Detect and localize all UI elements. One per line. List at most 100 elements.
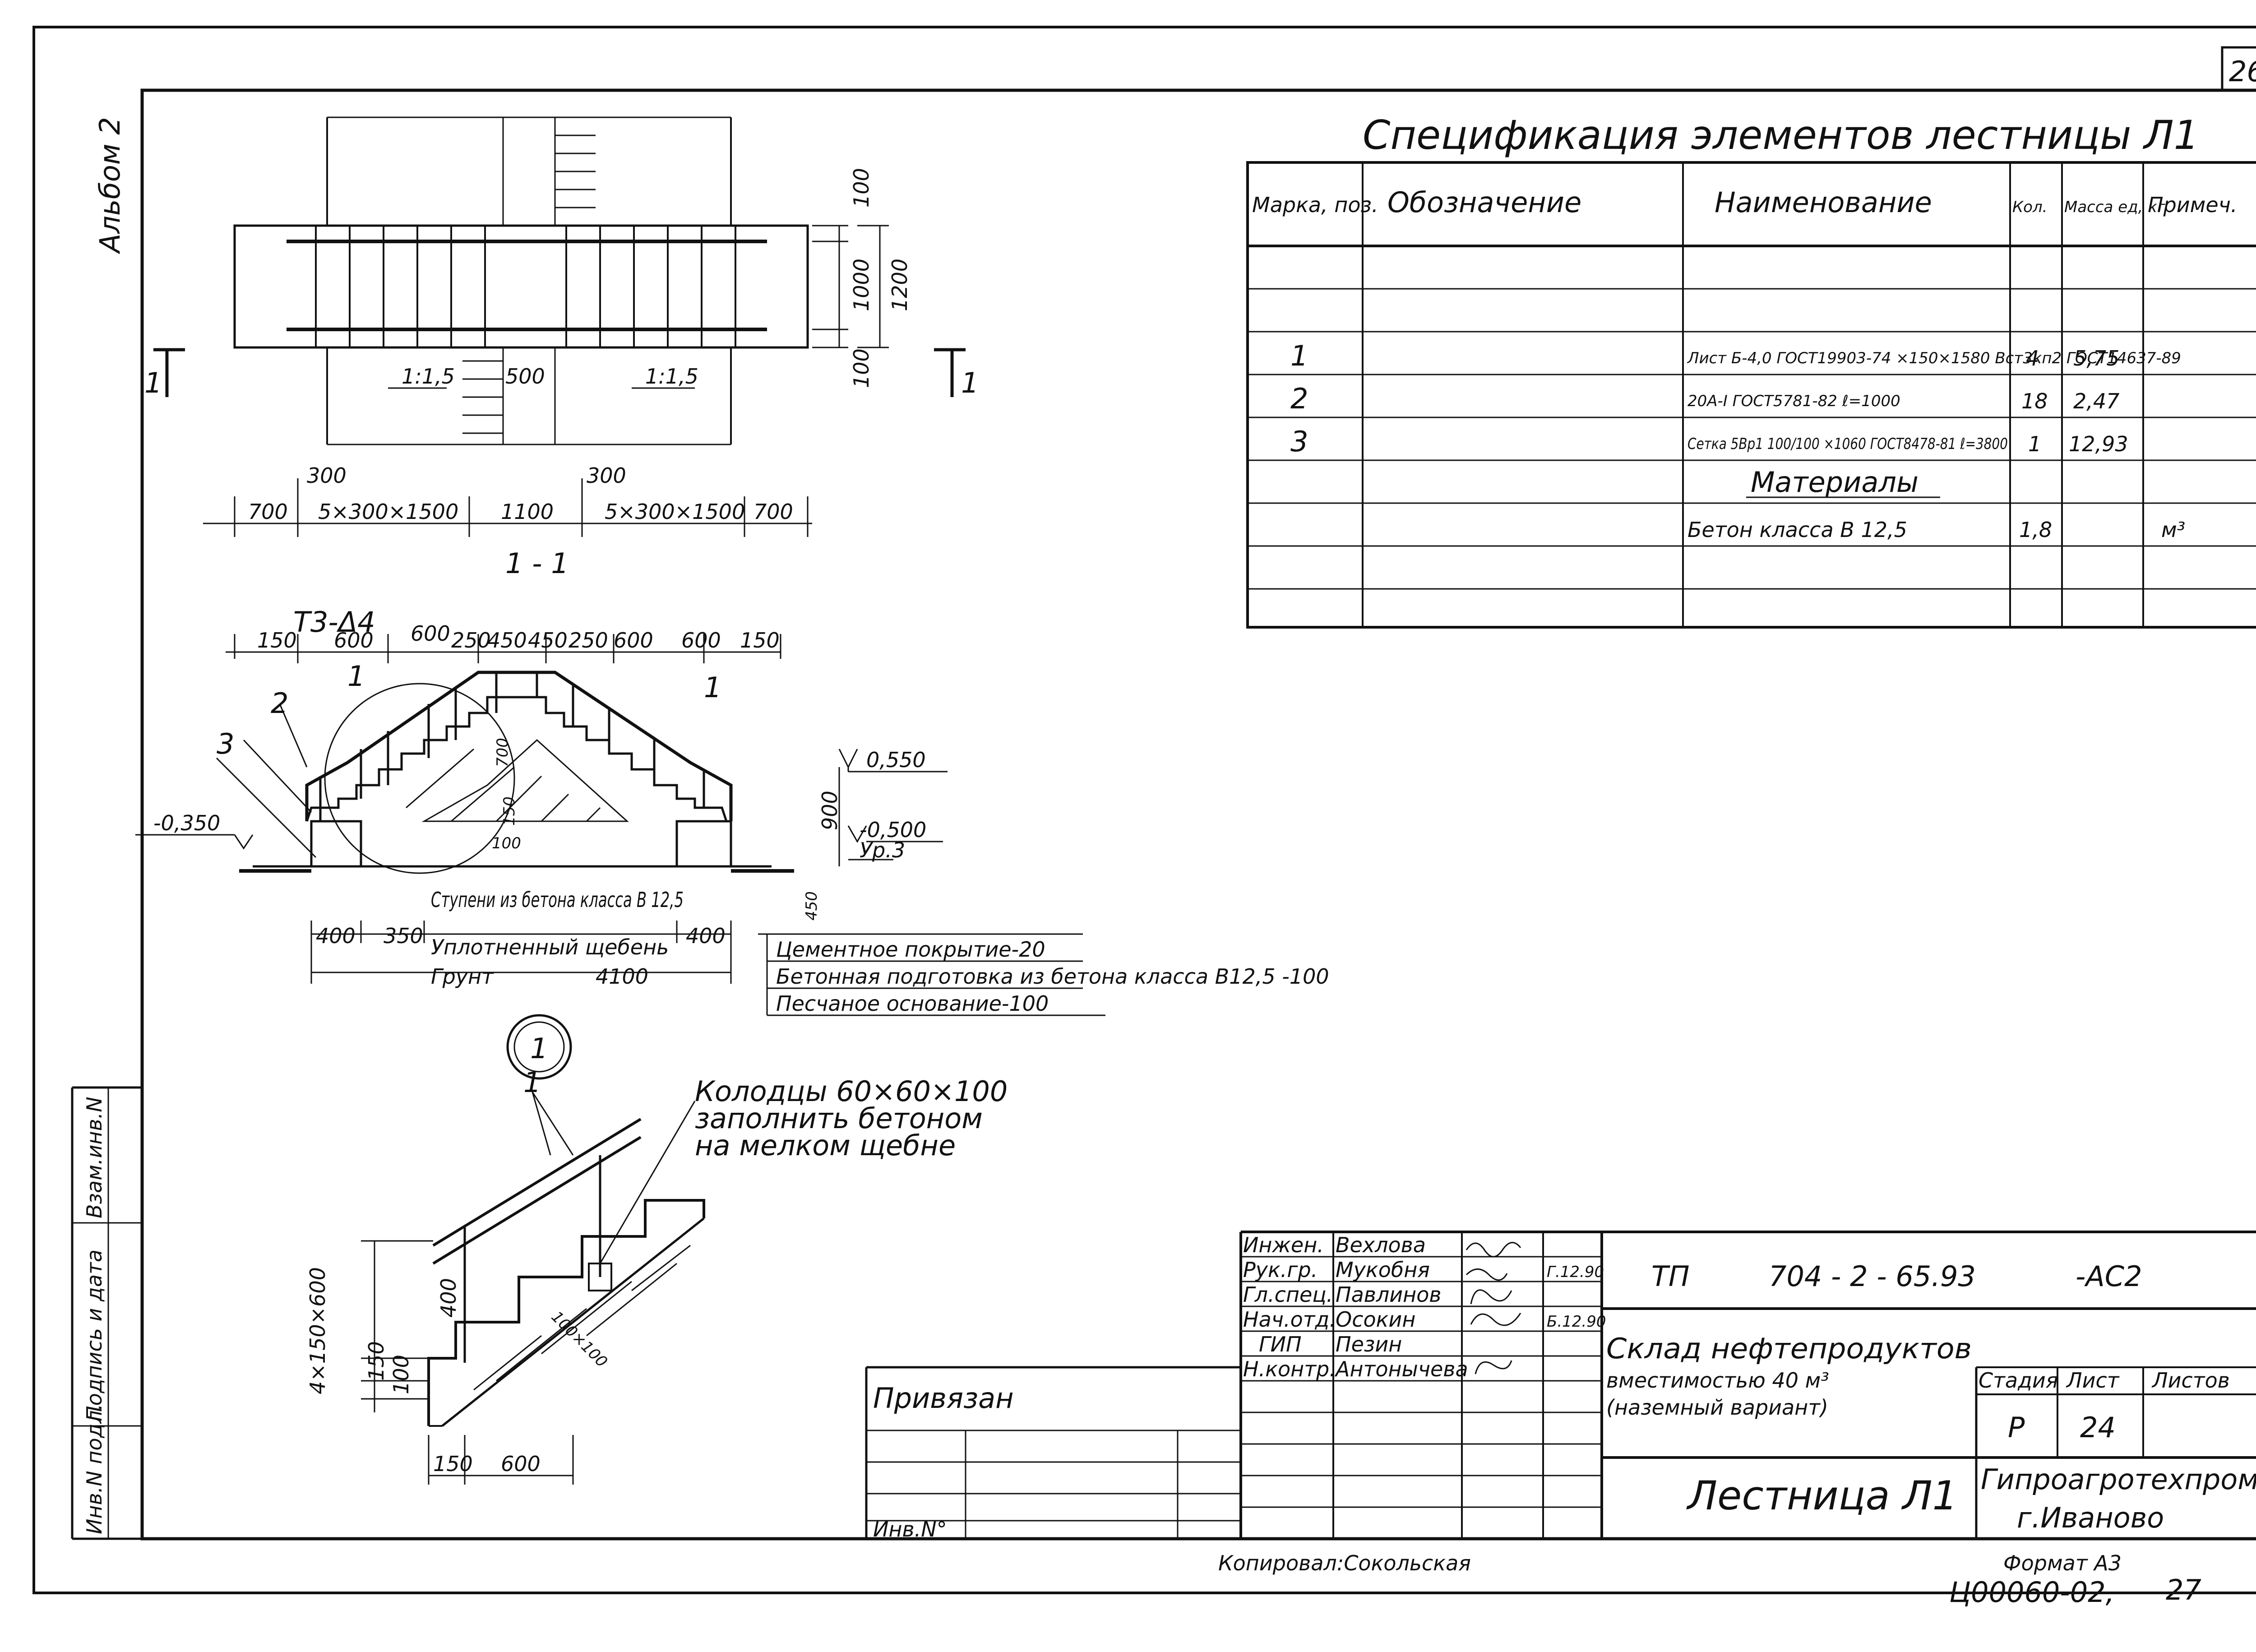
stamp-code: 704 - 2 - 65.93	[1769, 1260, 1976, 1293]
signature-marks	[1465, 1242, 1521, 1374]
detail-dim-150a: 150	[364, 1341, 388, 1381]
sheet-number: 26	[2229, 55, 2256, 88]
stamp-code-suffix: -АС2	[2076, 1260, 2142, 1293]
spec-header-designation: Обозначение	[1387, 186, 1581, 219]
stamp-org-1: Гипроагротехпром	[1981, 1463, 2256, 1496]
section-height-450: 450	[803, 891, 821, 921]
spec-row1-qty: 4	[2026, 346, 2039, 370]
plan-dim-1000: 1000	[849, 259, 874, 311]
spec-row3-mass: 12,93	[2069, 432, 2128, 456]
weld-label: Т3-Δ4	[293, 606, 375, 639]
spec-row3-pos: 3	[1290, 425, 1308, 458]
detail-note-1: Колодцы 60×60×100	[695, 1075, 1008, 1108]
detail-note-3: на мелком щебне	[695, 1129, 956, 1162]
section-bottom-dim-400b: 400	[686, 924, 726, 948]
layer-cement: Цементное покрытие-20	[776, 937, 1045, 962]
spec-materials-header: Материалы	[1751, 466, 1919, 499]
footer-format: Формат А3	[2003, 1551, 2122, 1575]
spec-header-mass: Масса ед, кг	[2064, 198, 2166, 216]
spec-title: Спецификация элементов лестницы Л1	[1363, 112, 2199, 158]
section-top-dim-5: 450	[487, 628, 527, 652]
detail-dim-400: 400	[436, 1278, 461, 1318]
plan-slope-left: 1:1,5	[402, 364, 455, 389]
section-top-dim-1: 150	[257, 628, 297, 652]
detail-dim-600: 600	[501, 1452, 541, 1476]
spec-row1-mass: 5,75	[2073, 346, 2119, 370]
detail-callout: 1	[523, 1066, 541, 1099]
section-callout-2: 2	[271, 687, 288, 720]
stamp-name-3: Павлинов	[1336, 1282, 1442, 1307]
spec-row3-name: Сетка 5Вр1 100/100 ×1060 ГОСТ8478-81 ℓ=3…	[1687, 435, 2008, 453]
detail-dim-4x150x600: 4×150×600	[305, 1267, 330, 1394]
section-top-dim-4: 250	[451, 628, 491, 652]
layer-sand: Песчаное основание-100	[776, 991, 1049, 1016]
binding-label: Привязан	[873, 1382, 1014, 1415]
footer-copied: Копировал:Сокольская	[1218, 1551, 1471, 1575]
sheet-number-box	[2221, 46, 2256, 92]
spec-header-name: Наименование	[1715, 186, 1932, 219]
section-height-900: 900	[818, 791, 842, 830]
section-top-dim-10: 150	[740, 628, 780, 652]
stamp-stage: Р	[2008, 1411, 2025, 1444]
section-label-soil: Грунт	[431, 964, 494, 989]
stamp-role-3: Гл.спец.	[1243, 1282, 1333, 1307]
section-bottom-dim-400a: 400	[316, 924, 356, 948]
detail-number: 1	[530, 1032, 548, 1065]
stamp-date-2: Г.12.90	[1547, 1263, 1604, 1281]
plan-dim-100-top: 100	[849, 168, 874, 208]
spec-row3-qty: 1	[2028, 432, 2041, 456]
strip-vzam-inv: Взам.инв.N	[82, 1097, 106, 1218]
plan-middle-dim: 500	[505, 364, 545, 389]
spec-header-qty: Кол.	[2012, 198, 2047, 216]
level-0550: 0,550	[866, 748, 926, 772]
section-top-dim-2: 600	[334, 628, 374, 652]
footer-page: 27	[2166, 1573, 2201, 1606]
plan-view	[153, 116, 966, 537]
spec-material-qty: 1,8	[2019, 518, 2052, 542]
plan-bottom-dim-4: 5×300×1500	[605, 500, 745, 524]
album-label: Альбом 2	[93, 117, 126, 255]
plan-step-dim-right: 300	[587, 463, 626, 488]
stamp-object-3: (наземный вариант)	[1606, 1395, 1828, 1420]
section-top-dim-9: 600	[681, 628, 721, 652]
stamp-role-6: Н.контр.	[1243, 1357, 1336, 1381]
stamp-role-5: ГИП	[1259, 1332, 1302, 1356]
spec-row2-pos: 2	[1290, 382, 1308, 415]
stamp-sheet-header: Лист	[2066, 1368, 2120, 1393]
left-strip: Инв.N подл. Подпись и дата Взам.инв.N	[71, 1086, 142, 1540]
spec-row2-qty: 18	[2021, 389, 2048, 413]
section-label-gravel: Уплотненный щебень	[431, 935, 669, 959]
section-top-dim-7: 250	[569, 628, 608, 652]
stamp-name-1: Вехлова	[1336, 1233, 1426, 1257]
section-top-dim-6: 450	[528, 628, 568, 652]
plan-bottom-dim-1: 700	[248, 500, 288, 524]
level-minus-0350: -0,350	[153, 811, 220, 835]
spec-row2-mass: 2,47	[2073, 389, 2119, 413]
stamp-role-1: Инжен.	[1243, 1233, 1324, 1257]
level-minus-0500: -0,500	[860, 818, 926, 842]
stamp-date-4: Б.12.90	[1547, 1313, 1606, 1331]
stamp-object-2: вместимостью 40 м³	[1606, 1368, 1829, 1393]
plan-dim-1200: 1200	[888, 259, 912, 311]
footer-archive: Ц00060-02,	[1949, 1576, 2114, 1609]
section-cut-label: 1 - 1	[505, 547, 569, 580]
cut-mark-right: 1	[961, 366, 979, 399]
plan-bottom-dim-3: 1100	[501, 500, 554, 524]
section-height-700: 700	[494, 738, 512, 767]
stamp-drawing-title: Лестница Л1	[1686, 1472, 1958, 1519]
stamp-name-6: Антонычева	[1334, 1357, 1468, 1381]
spec-material-note: м³	[2161, 518, 2185, 542]
binding-block	[865, 1366, 1241, 1539]
section-callout-1a: 1	[347, 660, 365, 693]
spec-header-pos: Марка, поз.	[1252, 193, 1378, 217]
stamp-role-2: Рук.гр.	[1243, 1258, 1318, 1282]
plan-dim-100-bottom: 100	[849, 348, 874, 388]
outer-border	[32, 26, 2256, 1594]
section-view	[135, 634, 1105, 1016]
section-height-100: 100	[492, 834, 521, 852]
stamp-name-5: Пезин	[1336, 1332, 1402, 1356]
layer-concrete: Бетонная подготовка из бетона класса В12…	[776, 964, 1329, 989]
spec-header-note: Примеч.	[2148, 193, 2238, 217]
strip-inv-podl: Инв.N подл.	[82, 1404, 106, 1534]
